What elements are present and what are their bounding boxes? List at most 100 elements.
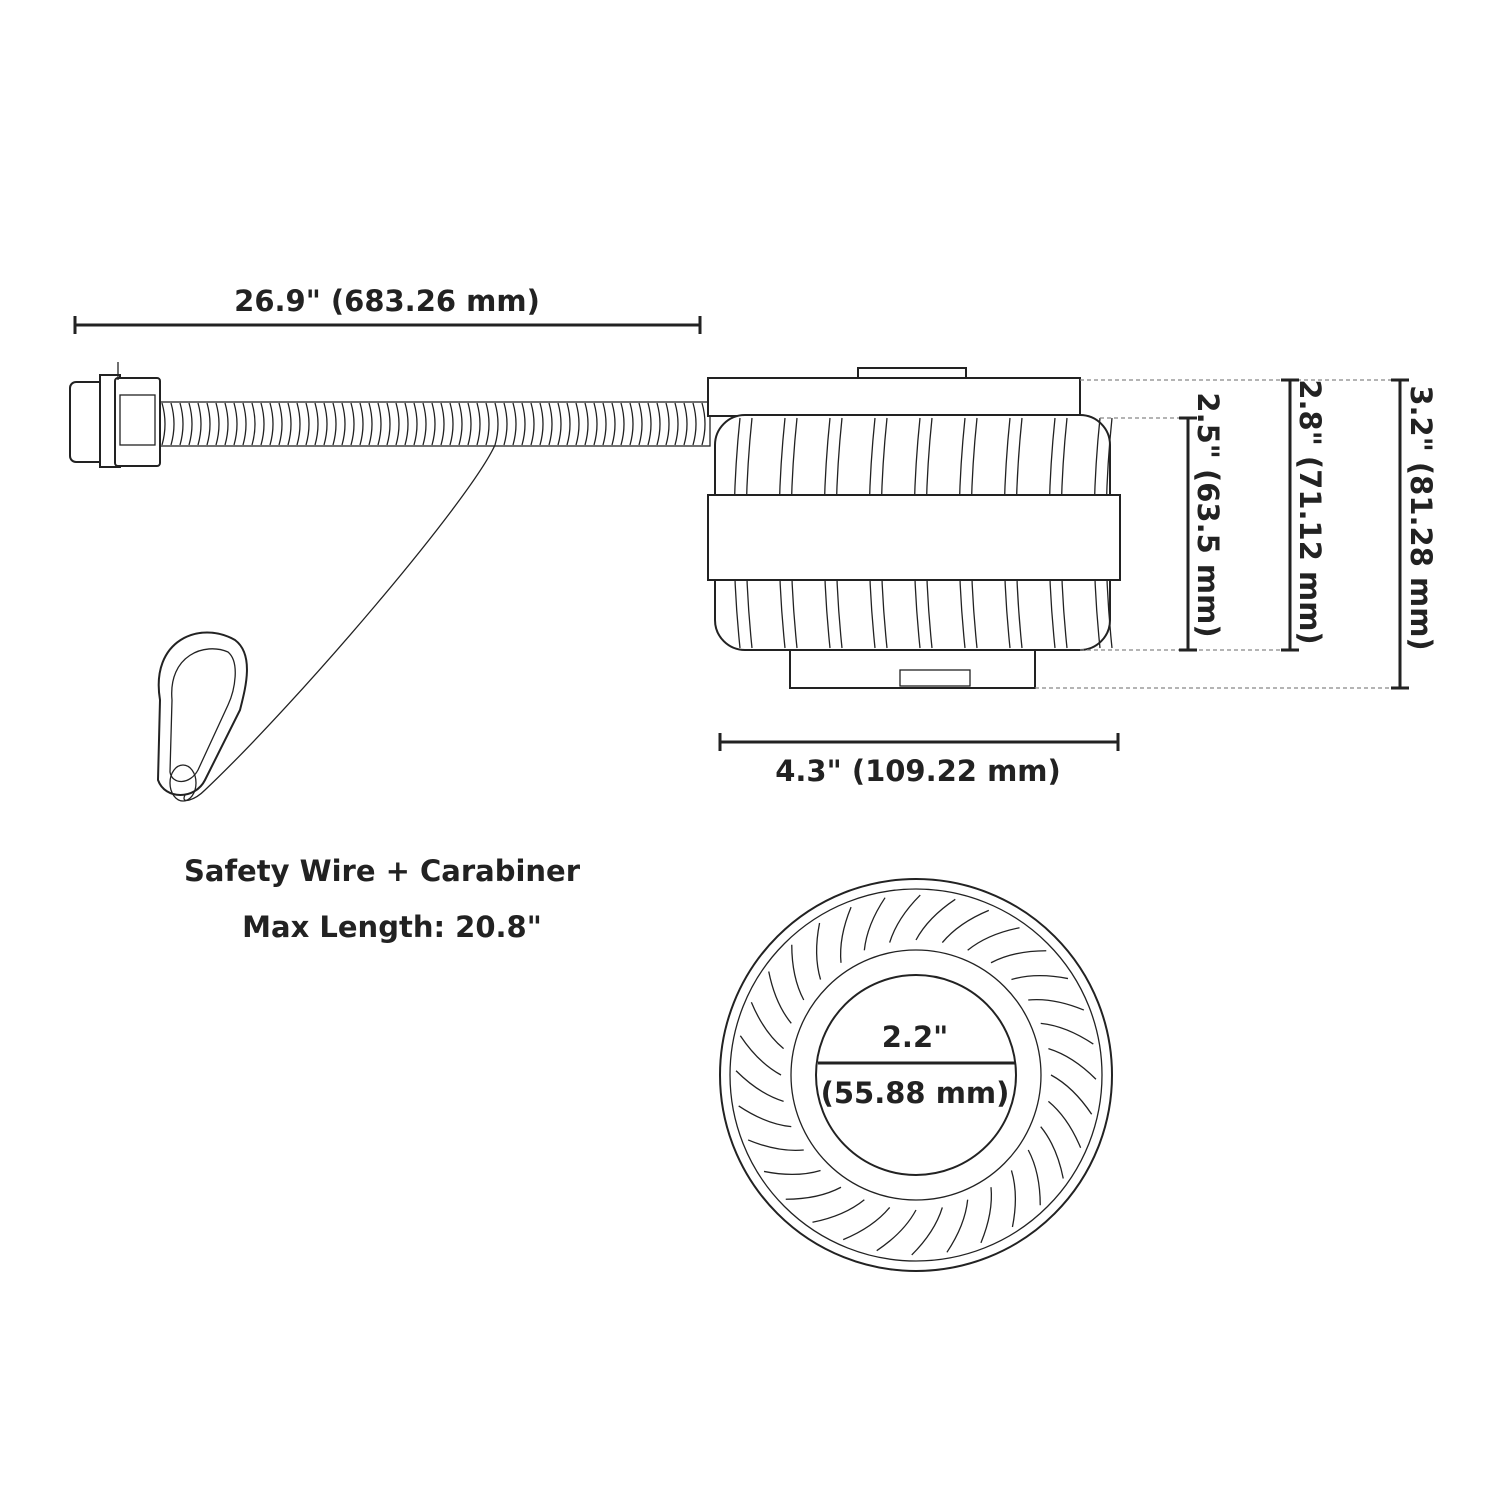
bottom-fin [1028,998,1085,1011]
cable-coil-turn [251,402,256,446]
bottom-fin [1040,1126,1064,1179]
bottom-fin [915,898,956,941]
bottom-fin [815,922,822,980]
bottom-fin [946,1199,969,1253]
bottom-fin [1047,1100,1082,1149]
cable-coil-turn [476,402,481,446]
cable-coil-turn [332,402,337,446]
bottom-fin [768,971,792,1024]
bottom-fin [1027,1149,1041,1206]
cable-length-label: 26.9" (683.26 mm) [234,284,540,318]
height-with-cap-dimension: 2.8" (71.12 mm) [1281,378,1327,652]
width-dimension: 4.3" (109.22 mm) [718,733,1120,788]
cable-coil-turn [440,402,445,446]
mounting-band [707,494,1121,581]
cable-coil-turn [467,402,472,446]
bottom-fin [763,1169,821,1176]
cable-coil-turn [638,402,643,446]
device-side-view [707,367,1121,689]
bottom-fin [839,906,852,963]
cable-coil-turn [422,402,427,446]
bottom-fin [1050,1074,1093,1115]
cable-coil-turn [242,402,247,446]
cable-coil-turn [170,402,175,446]
cable-coil-turn [665,402,670,446]
height-with-cap-label: 2.8" (71.12 mm) [1293,379,1327,644]
cable-coil-turn [341,402,346,446]
bottom-fin [785,1186,842,1200]
bottom-fin [791,944,805,1001]
cable-coil-turn [377,402,382,446]
cable-coil-turn [215,402,220,446]
cable-coil-turn [530,402,535,446]
cable-coil-turn [647,402,652,446]
safety-wire-note: Safety Wire + Carabiner [184,854,581,888]
cable-coil-turn [314,402,319,446]
cable-coil-turn [386,402,391,446]
cable-coil-turn [188,402,193,446]
bottom-fin [1011,974,1069,981]
cable-coil-turn [548,402,553,446]
cable-coil-turn [539,402,544,446]
safety-wire [183,444,496,802]
bottom-fin [911,1207,943,1256]
cable-coil-turn [269,402,274,446]
inner-diameter-mm-label: (55.88 mm) [821,1076,1010,1110]
bottom-fin [750,1001,785,1050]
cable-coil-turn [413,402,418,446]
cable-coil-turn [575,402,580,446]
cable-coil-turn [350,402,355,446]
bottom-fin [863,897,886,951]
cable-coil-turn [206,402,211,446]
total-height-dimension: 3.2" (81.28 mm) [1391,378,1438,690]
cable-coil-turn [683,402,688,446]
bottom-fin [1048,1048,1097,1080]
cable-coil-turn [629,402,634,446]
inner-diameter-label: 2.2" [882,1020,948,1054]
cable-coil-turn [611,402,616,446]
cable-coil-turn [260,402,265,446]
cable-coil-turn [593,402,598,446]
cable-coil-turn [197,402,202,446]
cable-coil-turn [179,402,184,446]
bottom-fin [980,1187,993,1244]
total-height-label: 3.2" (81.28 mm) [1404,385,1438,650]
cable-coil-turn [233,402,238,446]
cable-coil-turn [296,402,301,446]
bottom-fin [1040,1022,1094,1045]
cable-coil-turn [692,402,697,446]
cable-coil-turn [431,402,436,446]
cable-coil-turn [512,402,517,446]
bottom-fin [735,1070,784,1102]
cable-coil-turn [161,402,166,446]
body-height-label: 2.5" (63.5 mm) [1191,392,1225,637]
cable-coil-turn [503,402,508,446]
cable-coil-turn [620,402,625,446]
bottom-fin [842,1206,891,1241]
bottom-fin [967,927,1020,951]
width-label: 4.3" (109.22 mm) [775,754,1061,788]
cable-coil-turn [656,402,661,446]
connector-plug [69,362,161,468]
cable-coil-turn [287,402,292,446]
cable-coil-turn [359,402,364,446]
cable-coil-turn [368,402,373,446]
cable-coil-turn [224,402,229,446]
cable-coil-turn [395,402,400,446]
cable-coil-turn [584,402,589,446]
cable-coil-turn [674,402,679,446]
body-height-dimension: 2.5" (63.5 mm) [1179,392,1225,652]
cable-coil-turn [305,402,310,446]
max-length-note: Max Length: 20.8" [242,910,542,944]
bottom-fin [747,1139,804,1152]
cable-coil-turn [557,402,562,446]
cable-coil-turn [701,402,706,446]
bottom-fin [990,950,1047,964]
cable-coil-turn [449,402,454,446]
coiled-cable [159,401,711,447]
cable-coil-turn [566,402,571,446]
cable-length-dimension: 26.9" (683.26 mm) [73,284,702,334]
carabiner [156,631,248,802]
